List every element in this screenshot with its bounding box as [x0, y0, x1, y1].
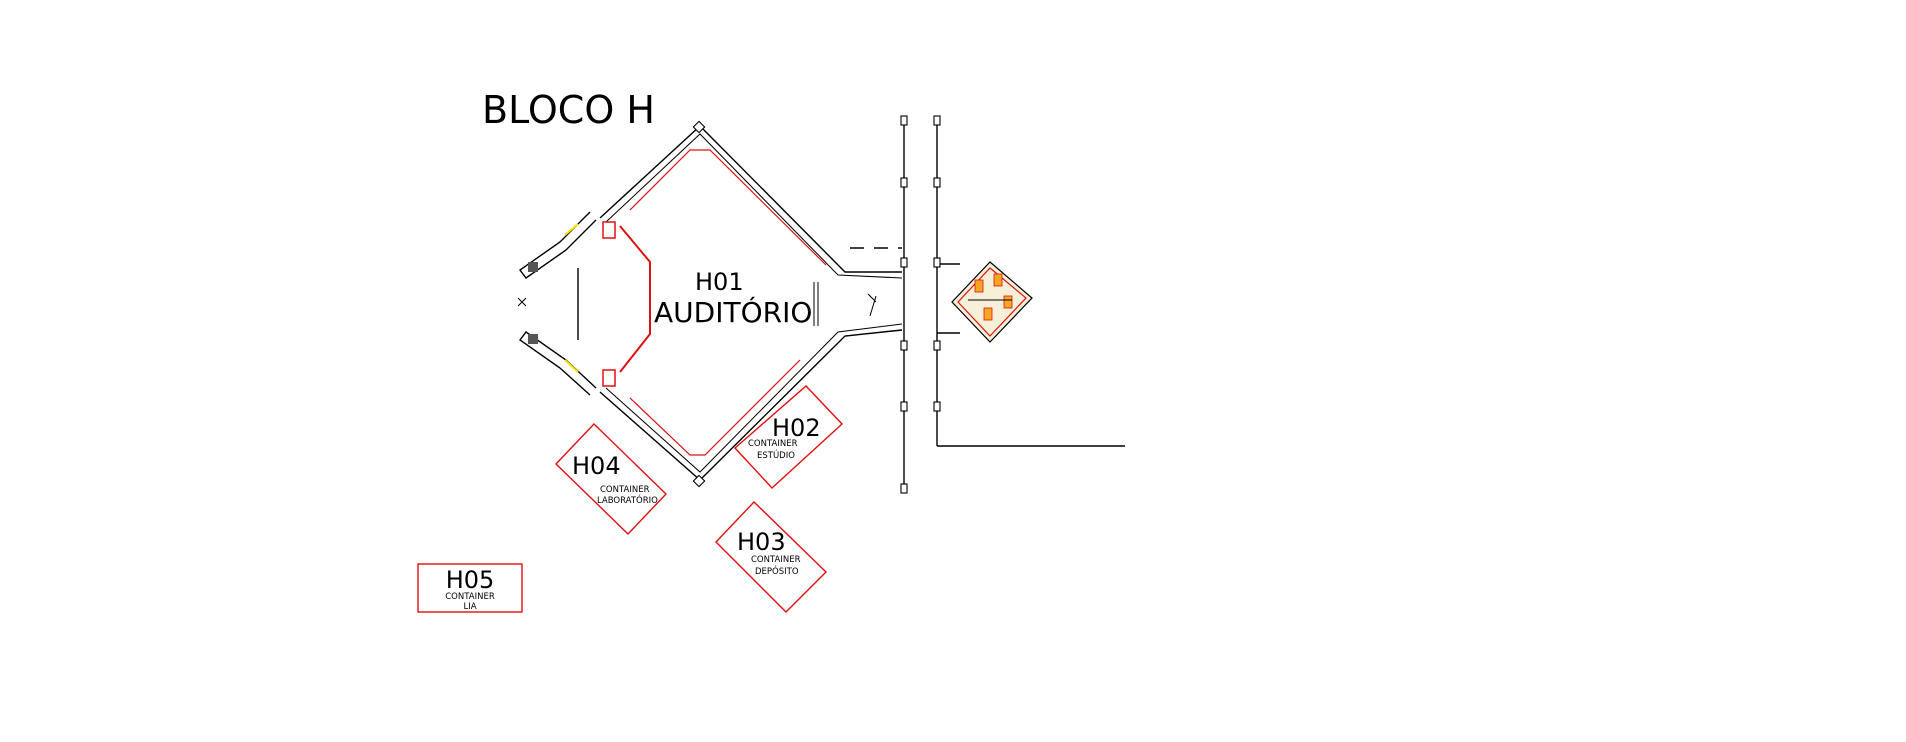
container-h02-outline	[733, 385, 843, 489]
restroom-fixture	[993, 273, 1003, 287]
north-stair	[602, 221, 616, 239]
container-h05: H05 CONTAINER LIA	[417, 563, 523, 613]
column	[900, 401, 908, 412]
container-h03: H03 CONTAINER DEPÓSITO	[715, 501, 827, 613]
room-line1-h04: CONTAINER	[600, 485, 650, 495]
room-code-h01: H01	[695, 268, 744, 296]
column	[933, 257, 941, 268]
room-line2-h03: DEPÓSITO	[755, 565, 799, 577]
cross-mark-b	[517, 297, 527, 307]
column	[900, 115, 908, 126]
covered-walkway	[900, 115, 1125, 494]
south-yellow-mark	[564, 359, 579, 373]
north-red-band	[629, 149, 827, 266]
column	[900, 340, 908, 351]
column	[900, 257, 908, 268]
container-h03-outline	[715, 501, 827, 613]
block-title: BLOCO H	[482, 88, 655, 132]
south-red-band	[629, 359, 801, 456]
room-code-h05: H05	[446, 566, 495, 594]
restroom-inner	[957, 267, 1027, 337]
south-corner-post	[692, 474, 706, 488]
column	[933, 177, 941, 188]
north-wall-inner	[605, 133, 903, 279]
container-h05-outline	[417, 563, 523, 613]
column	[933, 115, 941, 126]
entrance-door-b	[869, 295, 877, 317]
restroom-fixture	[974, 279, 984, 293]
south-wall-inner	[605, 323, 903, 473]
north-yellow-mark	[564, 223, 579, 236]
column	[933, 340, 941, 351]
room-line2-h05: LIA	[463, 602, 476, 612]
north-wall	[599, 125, 902, 273]
column	[933, 401, 941, 412]
room-code-h03: H03	[737, 528, 786, 556]
room-line1-h03: CONTAINER	[751, 555, 801, 565]
restroom-block	[951, 261, 1033, 343]
room-name-h01: AUDITÓRIO	[654, 295, 812, 329]
stage-edge	[619, 225, 651, 373]
south-fixture	[528, 334, 538, 344]
restroom-outline	[951, 261, 1033, 343]
room-line1-h02: CONTAINER	[748, 439, 798, 449]
column	[900, 177, 908, 188]
room-line2-h02: ESTÚDIO	[757, 449, 795, 461]
column	[900, 483, 908, 494]
room-line2-h04: LABORATÓRIO	[597, 494, 658, 506]
restroom-fixture	[1003, 295, 1013, 309]
room-code-h04: H04	[572, 452, 621, 480]
south-stair	[602, 369, 616, 387]
north-fixture	[528, 262, 538, 272]
backstage-room-north	[519, 211, 597, 279]
north-corner-post	[692, 120, 706, 134]
restroom-fixture	[983, 307, 993, 321]
room-code-h02: H02	[772, 414, 821, 442]
container-h02: H02 CONTAINER ESTÚDIO	[733, 385, 843, 489]
south-wall	[599, 329, 903, 481]
container-h04: H04 CONTAINER LABORATÓRIO	[555, 423, 667, 535]
room-line1-h05: CONTAINER	[445, 592, 495, 602]
auditorium-building	[517, 120, 903, 488]
container-h04-outline	[555, 423, 667, 535]
